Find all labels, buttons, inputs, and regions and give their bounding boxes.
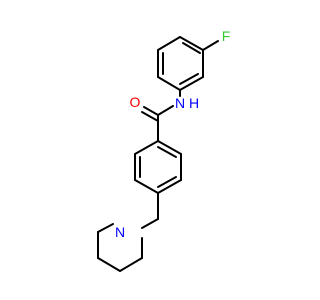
bond: [157, 179, 182, 194]
carbonyl-oxygen-label: O: [130, 94, 141, 110]
bond: [157, 146, 177, 158]
bond: [179, 36, 204, 51]
molecule-structure: F N H O N: [97, 28, 230, 272]
amide-nitrogen-label: N: [175, 95, 185, 111]
bonds: [97, 36, 219, 272]
bond: [141, 111, 159, 122]
bond: [157, 105, 174, 116]
bond: [97, 257, 121, 272]
bond: [157, 76, 181, 91]
bond: [97, 223, 114, 233]
piperidine-nitrogen-label: N: [115, 224, 125, 240]
bond: [157, 176, 177, 188]
amide-hydrogen-label: H: [189, 95, 199, 111]
bond: [179, 76, 204, 91]
bond: [143, 106, 159, 116]
bond: [202, 40, 219, 51]
fluorine-label: F: [222, 28, 231, 44]
bond: [141, 218, 159, 229]
bond: [119, 257, 143, 272]
bond: [134, 140, 159, 155]
bond: [182, 42, 201, 54]
atom-labels: F N H O N: [115, 28, 230, 240]
bond: [134, 179, 159, 194]
bond: [157, 36, 181, 51]
bond: [157, 140, 182, 155]
bond: [179, 73, 199, 85]
